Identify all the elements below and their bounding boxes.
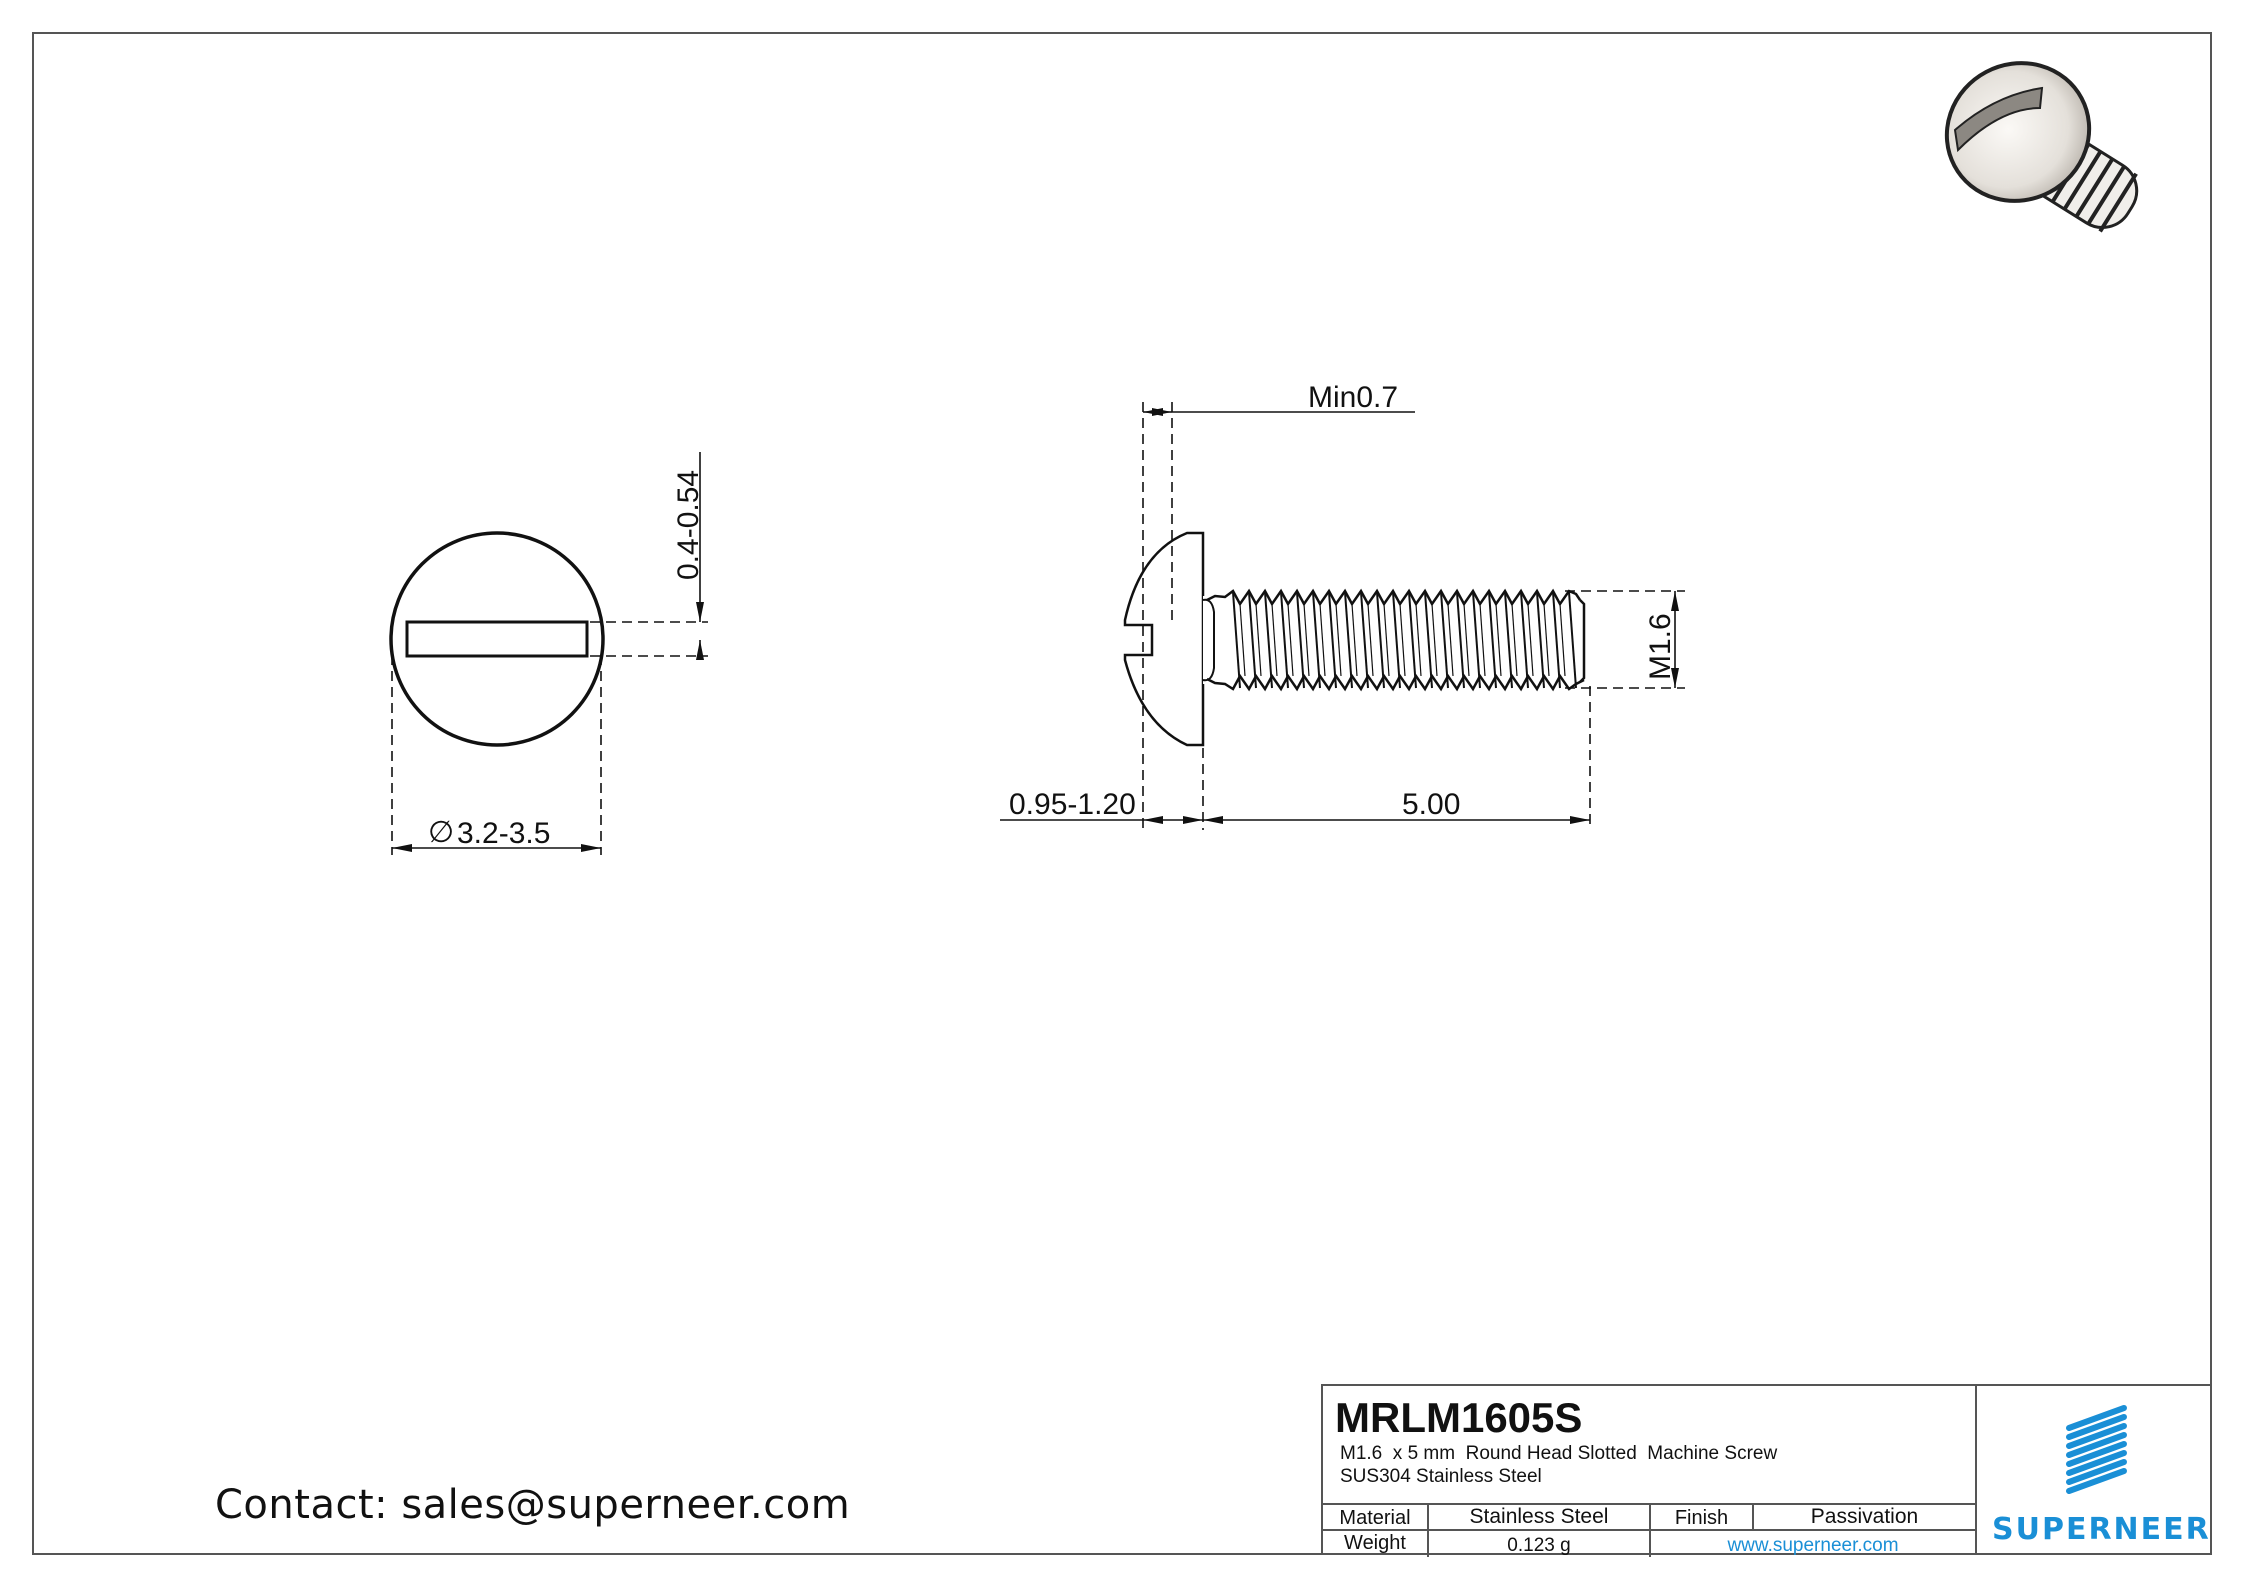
head-height-dim: 0.95-1.20 bbox=[1009, 788, 1136, 821]
part-material-spec: SUS304 Stainless Steel bbox=[1340, 1466, 1542, 1487]
website-link[interactable]: www.superneer.com bbox=[1727, 1535, 1899, 1556]
part-number: MRLM1605S bbox=[1335, 1394, 1583, 1441]
title-block-main: MRLM1605S M1.6 x 5 mm Round Head Slotted… bbox=[1323, 1386, 1977, 1557]
logo-stripes-icon bbox=[2066, 1405, 2127, 1494]
side-view: Min0.7 0.95-1.20 5.00 M1.6 bbox=[1000, 381, 1685, 830]
thread-dim: M1.6 bbox=[1644, 613, 1677, 680]
part-description: M1.6 x 5 mm Round Head Slotted Machine S… bbox=[1340, 1443, 1778, 1464]
slot-depth-dim: Min0.7 bbox=[1308, 381, 1398, 414]
drawing-frame bbox=[32, 32, 2212, 1555]
title-block: MRLM1605S M1.6 x 5 mm Round Head Slotted… bbox=[1321, 1384, 2212, 1557]
diameter-symbol: ∅ bbox=[428, 816, 454, 849]
weight-value: 0.123 g bbox=[1429, 1531, 1651, 1557]
logo-text: SUPERNEER bbox=[1992, 1512, 2211, 1547]
head-diameter-dim: 3.2-3.5 bbox=[457, 817, 550, 850]
contact-email[interactable]: Contact: sales@superneer.com bbox=[215, 1482, 851, 1528]
iso-screw-render bbox=[1944, 61, 2139, 233]
material-value: Stainless Steel bbox=[1429, 1505, 1651, 1531]
length-dim: 5.00 bbox=[1402, 788, 1460, 821]
weight-label: Weight bbox=[1323, 1531, 1429, 1557]
superneer-logo: SUPERNEER bbox=[1977, 1386, 2212, 1555]
properties-table: Material Stainless Steel Finish Passivat… bbox=[1323, 1503, 1975, 1557]
finish-label: Finish bbox=[1651, 1505, 1754, 1531]
material-label: Material bbox=[1323, 1505, 1429, 1531]
finish-value: Passivation bbox=[1754, 1505, 1975, 1531]
front-view: 0.4-0.54 ∅ 3.2-3.5 bbox=[389, 452, 708, 855]
slot-width-dim: 0.4-0.54 bbox=[672, 470, 705, 580]
thread-body bbox=[1202, 588, 1586, 692]
